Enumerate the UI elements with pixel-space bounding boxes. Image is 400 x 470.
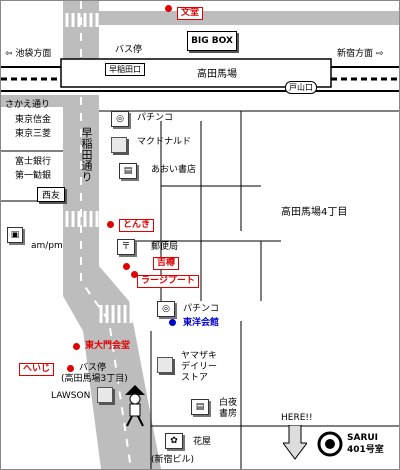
area-4chome: 高田馬場4丁目 bbox=[281, 207, 348, 218]
seiyu-store: 西友 bbox=[37, 187, 66, 202]
am-pm-icon: ▣ bbox=[7, 227, 23, 243]
lawson-label: LAWSON bbox=[51, 391, 91, 401]
tonki-label: とんき bbox=[119, 219, 155, 232]
hakuya-book-icon: ▤ bbox=[191, 399, 209, 415]
pachinko-mid-label: パチンコ bbox=[183, 304, 220, 314]
bus-stop-sub: (高田馬場3丁目) bbox=[61, 374, 128, 384]
fuji-bank: 富士銀行 bbox=[15, 157, 52, 167]
yamazaki-building bbox=[157, 357, 173, 373]
sarui-logo-icon bbox=[317, 431, 343, 457]
post-office-icon: 〒 bbox=[117, 239, 135, 255]
hanaya-label: 花屋 bbox=[193, 437, 212, 447]
rajput-label: ラージプート bbox=[137, 275, 199, 288]
crosswalk-lower bbox=[99, 305, 133, 323]
toyama-exit: 戸山口 bbox=[285, 81, 317, 94]
shinsei-bldg-label: (新宿ビル) bbox=[151, 455, 195, 465]
am-pm-label: am/pm bbox=[31, 241, 63, 251]
book-icon: ▤ bbox=[119, 163, 137, 179]
sakaedori-road bbox=[1, 93, 63, 107]
yamazaki-1: ヤマザキ bbox=[181, 351, 218, 361]
yoshinoya-label: 吉樽 bbox=[153, 257, 180, 270]
crosswalk-top bbox=[65, 13, 99, 27]
here-label: HERE!! bbox=[281, 413, 313, 423]
hakuya-1: 白夜 bbox=[219, 398, 238, 408]
big-box-building: BIG BOX bbox=[187, 31, 237, 51]
waseda-exit: 早稲田口 bbox=[105, 63, 145, 76]
flower-shop-icon: ✿ bbox=[165, 433, 183, 449]
todaimon-label: 東大門会堂 bbox=[85, 341, 131, 351]
bus-stop-bottom: バス停 bbox=[79, 363, 107, 373]
heiji-marker bbox=[67, 365, 74, 372]
post-office-label: 郵便局 bbox=[151, 242, 179, 252]
mcdonalds-label: マクドナルド bbox=[137, 137, 192, 147]
tonki-marker bbox=[107, 221, 114, 228]
waseda-dori-road bbox=[63, 1, 161, 469]
tokyo-mitsubishi: 東京三菱 bbox=[15, 129, 52, 139]
takadanobaba-station: 高田馬場 bbox=[197, 69, 237, 80]
waseda-dori-label: 早稲田通り bbox=[80, 127, 93, 182]
todaimon-marker bbox=[73, 343, 80, 350]
ikebukuro-direction: ⇦ 池袋方面 bbox=[5, 49, 52, 59]
yamazaki-3: ストア bbox=[181, 373, 209, 383]
pachinko-top-icon: ◎ bbox=[111, 111, 129, 127]
sarui-label: SARUI bbox=[347, 433, 379, 443]
road-centerline bbox=[80, 1, 132, 469]
bunto-marker bbox=[165, 5, 172, 12]
toyo-kaikan-label: 東洋会館 bbox=[183, 318, 220, 328]
hakuya-2: 書房 bbox=[219, 409, 238, 419]
rajput-marker bbox=[131, 271, 138, 278]
bunto-label: 文堂 bbox=[177, 7, 204, 20]
side-streets bbox=[1, 110, 399, 469]
toyo-kaikan-marker bbox=[169, 319, 176, 326]
mcdonalds-building bbox=[111, 137, 127, 153]
daiichi-kangyo: 第一勧銀 bbox=[15, 171, 52, 181]
pachinko-top-label: パチンコ bbox=[137, 113, 174, 123]
yoshinoya-marker bbox=[123, 263, 130, 270]
sakaedori-label: さかえ通り bbox=[5, 100, 51, 110]
aoi-books-label: あおい書店 bbox=[151, 165, 197, 175]
pachinko-mid-icon: ◎ bbox=[157, 301, 175, 317]
top-road bbox=[99, 11, 399, 25]
yamazaki-2: デイリー bbox=[181, 362, 218, 372]
tokyo-shinkin: 東京信金 bbox=[15, 115, 52, 125]
heiji-label: へいじ bbox=[19, 363, 55, 376]
shinjuku-direction: 新宿方面 ⇨ bbox=[337, 49, 384, 59]
bus-stop-top-label: バス停 bbox=[115, 45, 143, 55]
lawson-building bbox=[97, 387, 113, 403]
crosswalk-mid bbox=[65, 211, 99, 227]
walker-figure-icon bbox=[125, 385, 145, 427]
room-label: 401号室 bbox=[347, 445, 384, 455]
here-arrow bbox=[283, 425, 307, 460]
